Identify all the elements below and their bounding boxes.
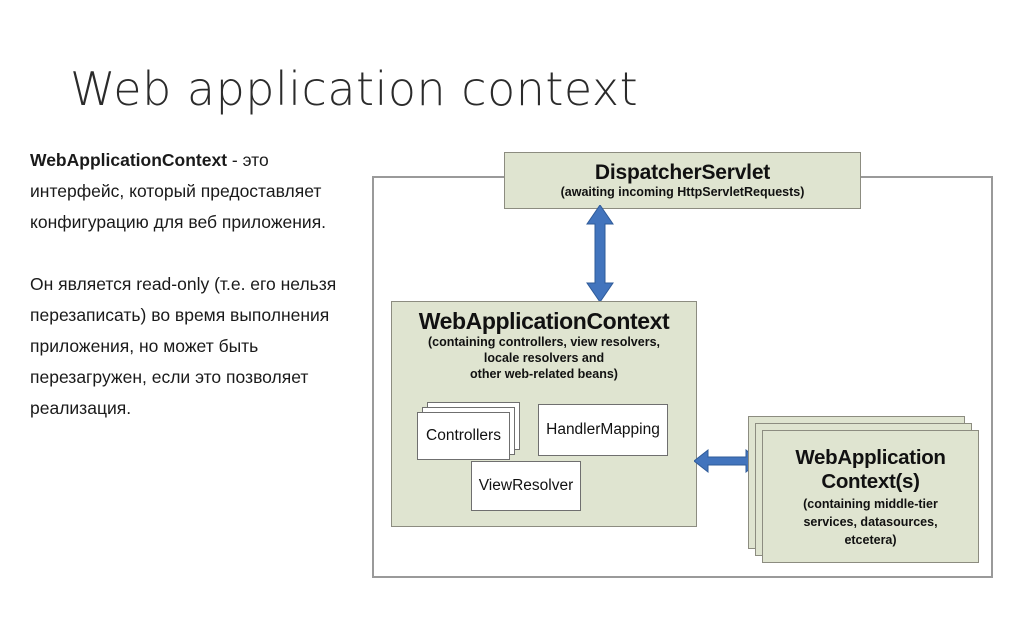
dispatcher-servlet-subtitle: (awaiting incoming HttpServletRequests): [560, 185, 805, 199]
double-headed-vertical-arrow-icon: [586, 205, 614, 302]
double-headed-horizontal-arrow-icon: [694, 448, 760, 474]
node-view-resolver: ViewResolver: [471, 461, 581, 511]
web-application-context-subtitle-line-3: other web-related beans): [470, 367, 618, 381]
view-resolver-label: ViewResolver: [478, 477, 574, 494]
paragraph-readonly: Он является read-only (т.е. его нельзя п…: [30, 274, 337, 418]
web-application-contexts-subtitle-line-1: (containing middle-tier: [803, 496, 938, 511]
dispatcher-servlet-title: DispatcherServlet: [594, 161, 771, 184]
node-dispatcher-servlet: DispatcherServlet (awaiting incoming Htt…: [504, 152, 861, 209]
node-controllers: Controllers: [417, 412, 510, 460]
web-application-contexts-title-line-1: WebApplication: [795, 445, 946, 469]
node-web-application-contexts: WebApplication Context(s) (containing mi…: [762, 430, 979, 563]
handler-mapping-label: HandlerMapping: [546, 421, 660, 438]
paragraph-definition-rest: - это интерфейс, который предоставляет к…: [30, 150, 327, 232]
web-application-context-subtitle-line-2: locale resolvers and: [483, 351, 605, 365]
web-application-contexts-title-line-2: Context(s): [821, 469, 920, 493]
node-handler-mapping: HandlerMapping: [538, 404, 668, 456]
controllers-label: Controllers: [426, 427, 501, 444]
paragraph-definition: WebApplicationContext - это интерфейс, к…: [30, 145, 340, 238]
page-title: Web application context: [70, 62, 639, 116]
term-webapplicationcontext: WebApplicationContext: [30, 150, 228, 170]
web-application-contexts-subtitle-line-2: services, datasources,: [803, 514, 938, 529]
web-application-context-title: WebApplicationContext: [418, 308, 670, 334]
web-application-context-subtitle-line-1: (containing controllers, view resolvers,: [427, 335, 660, 349]
description-text-column: WebApplicationContext - это интерфейс, к…: [30, 145, 340, 424]
web-application-contexts-subtitle-line-3: etcetera): [844, 532, 897, 547]
